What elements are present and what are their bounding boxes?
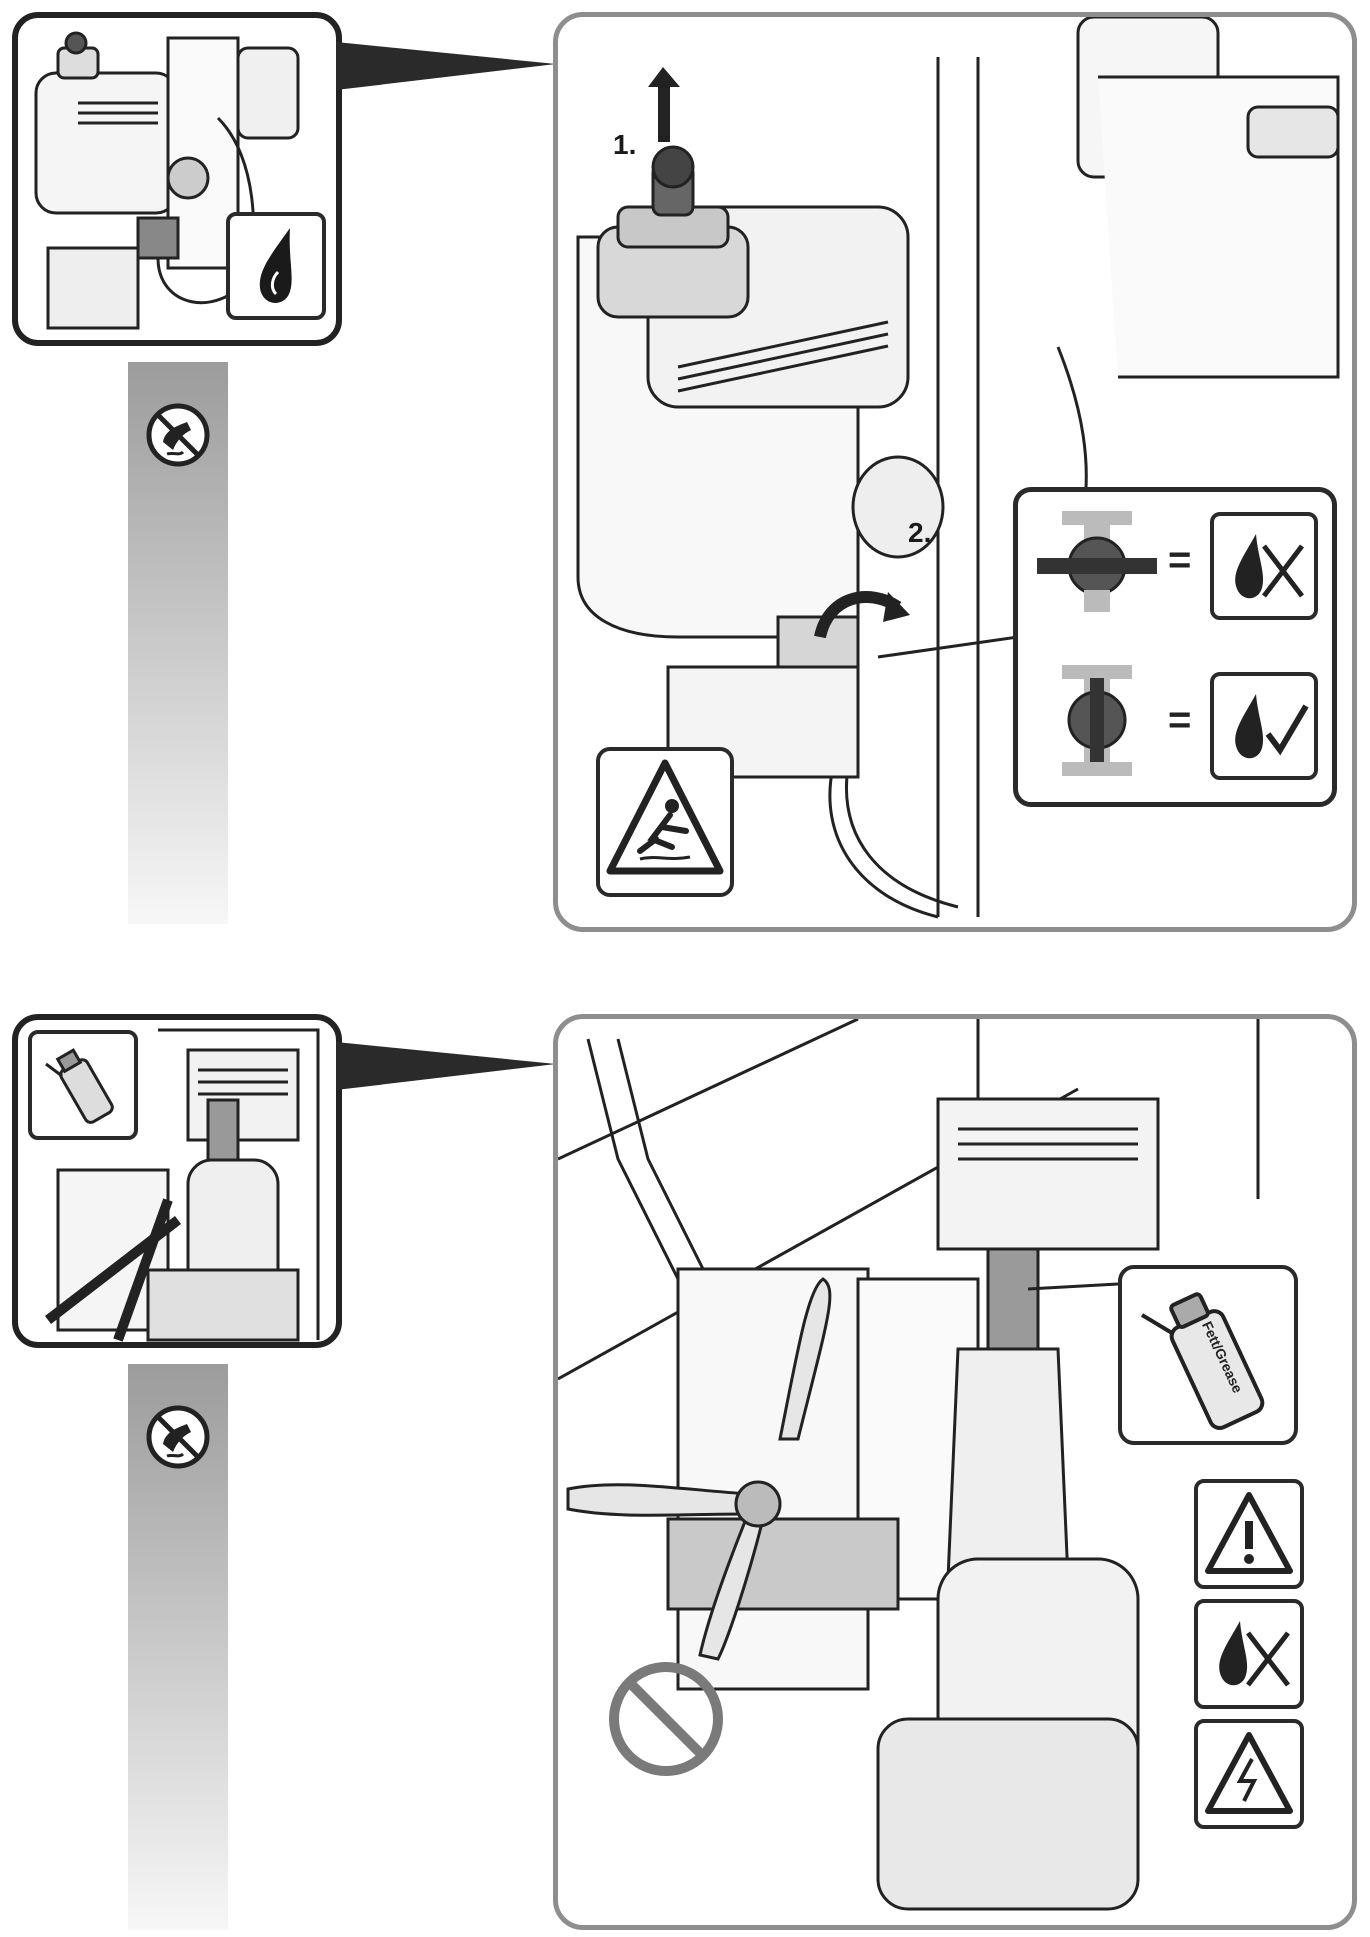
valve-closed-diagram [1037,511,1157,612]
detail-panel-1: 1. 2. = [553,12,1357,932]
general-warning-icon [1205,1492,1293,1574]
valve-open-diagram [1062,665,1132,776]
grease-spray-can-icon [45,1048,114,1124]
prohibited-icon [609,1662,723,1776]
grease-can-thumb-box [28,1030,138,1140]
valve-open-oil-ok-icon [1235,694,1309,759]
drill-overview-illustration-2 [44,1028,320,1342]
oil-drop-icon [259,228,292,303]
no-touch-hot-icon [146,403,210,467]
valve-state-legend: = = [1013,487,1337,807]
valve-closed-no-oil-box [1210,512,1318,620]
equals-sign-open: = [1168,698,1192,742]
general-warning-box [1194,1479,1304,1589]
valve-open-oil-ok-box [1210,672,1318,780]
callout-pointer-2 [336,1042,556,1090]
overview-thumbnail-1 [12,12,342,346]
detail-panel-2: Fett/Grease [553,1014,1357,1930]
step-2-label: 2. [908,517,932,548]
drill-overview-illustration-1 [34,31,300,330]
equals-sign-closed: = [1168,538,1192,582]
oil-tank-valve-illustration [576,17,1340,919]
step-1-label: 1. [613,129,637,160]
oil-drop-icon-box [226,212,326,320]
grease-spray-can-box: Fett/Grease [1118,1265,1298,1445]
callout-pointer-1 [336,42,556,90]
valve-closed-no-oil-icon [1235,534,1304,599]
no-oil-box [1194,1599,1304,1709]
slip-hazard-warning-icon [606,759,724,875]
electric-hazard-box [1194,1719,1304,1829]
slip-hazard-box [596,747,734,897]
drill-lubrication-illustration [558,1019,1260,1911]
electric-hazard-warning-icon [1205,1732,1293,1814]
overview-thumbnail-2 [12,1014,342,1348]
grease-spray-can-icon [1140,1292,1265,1430]
no-touch-hot-icon [146,1405,210,1469]
no-oil-icon [1219,1621,1290,1687]
